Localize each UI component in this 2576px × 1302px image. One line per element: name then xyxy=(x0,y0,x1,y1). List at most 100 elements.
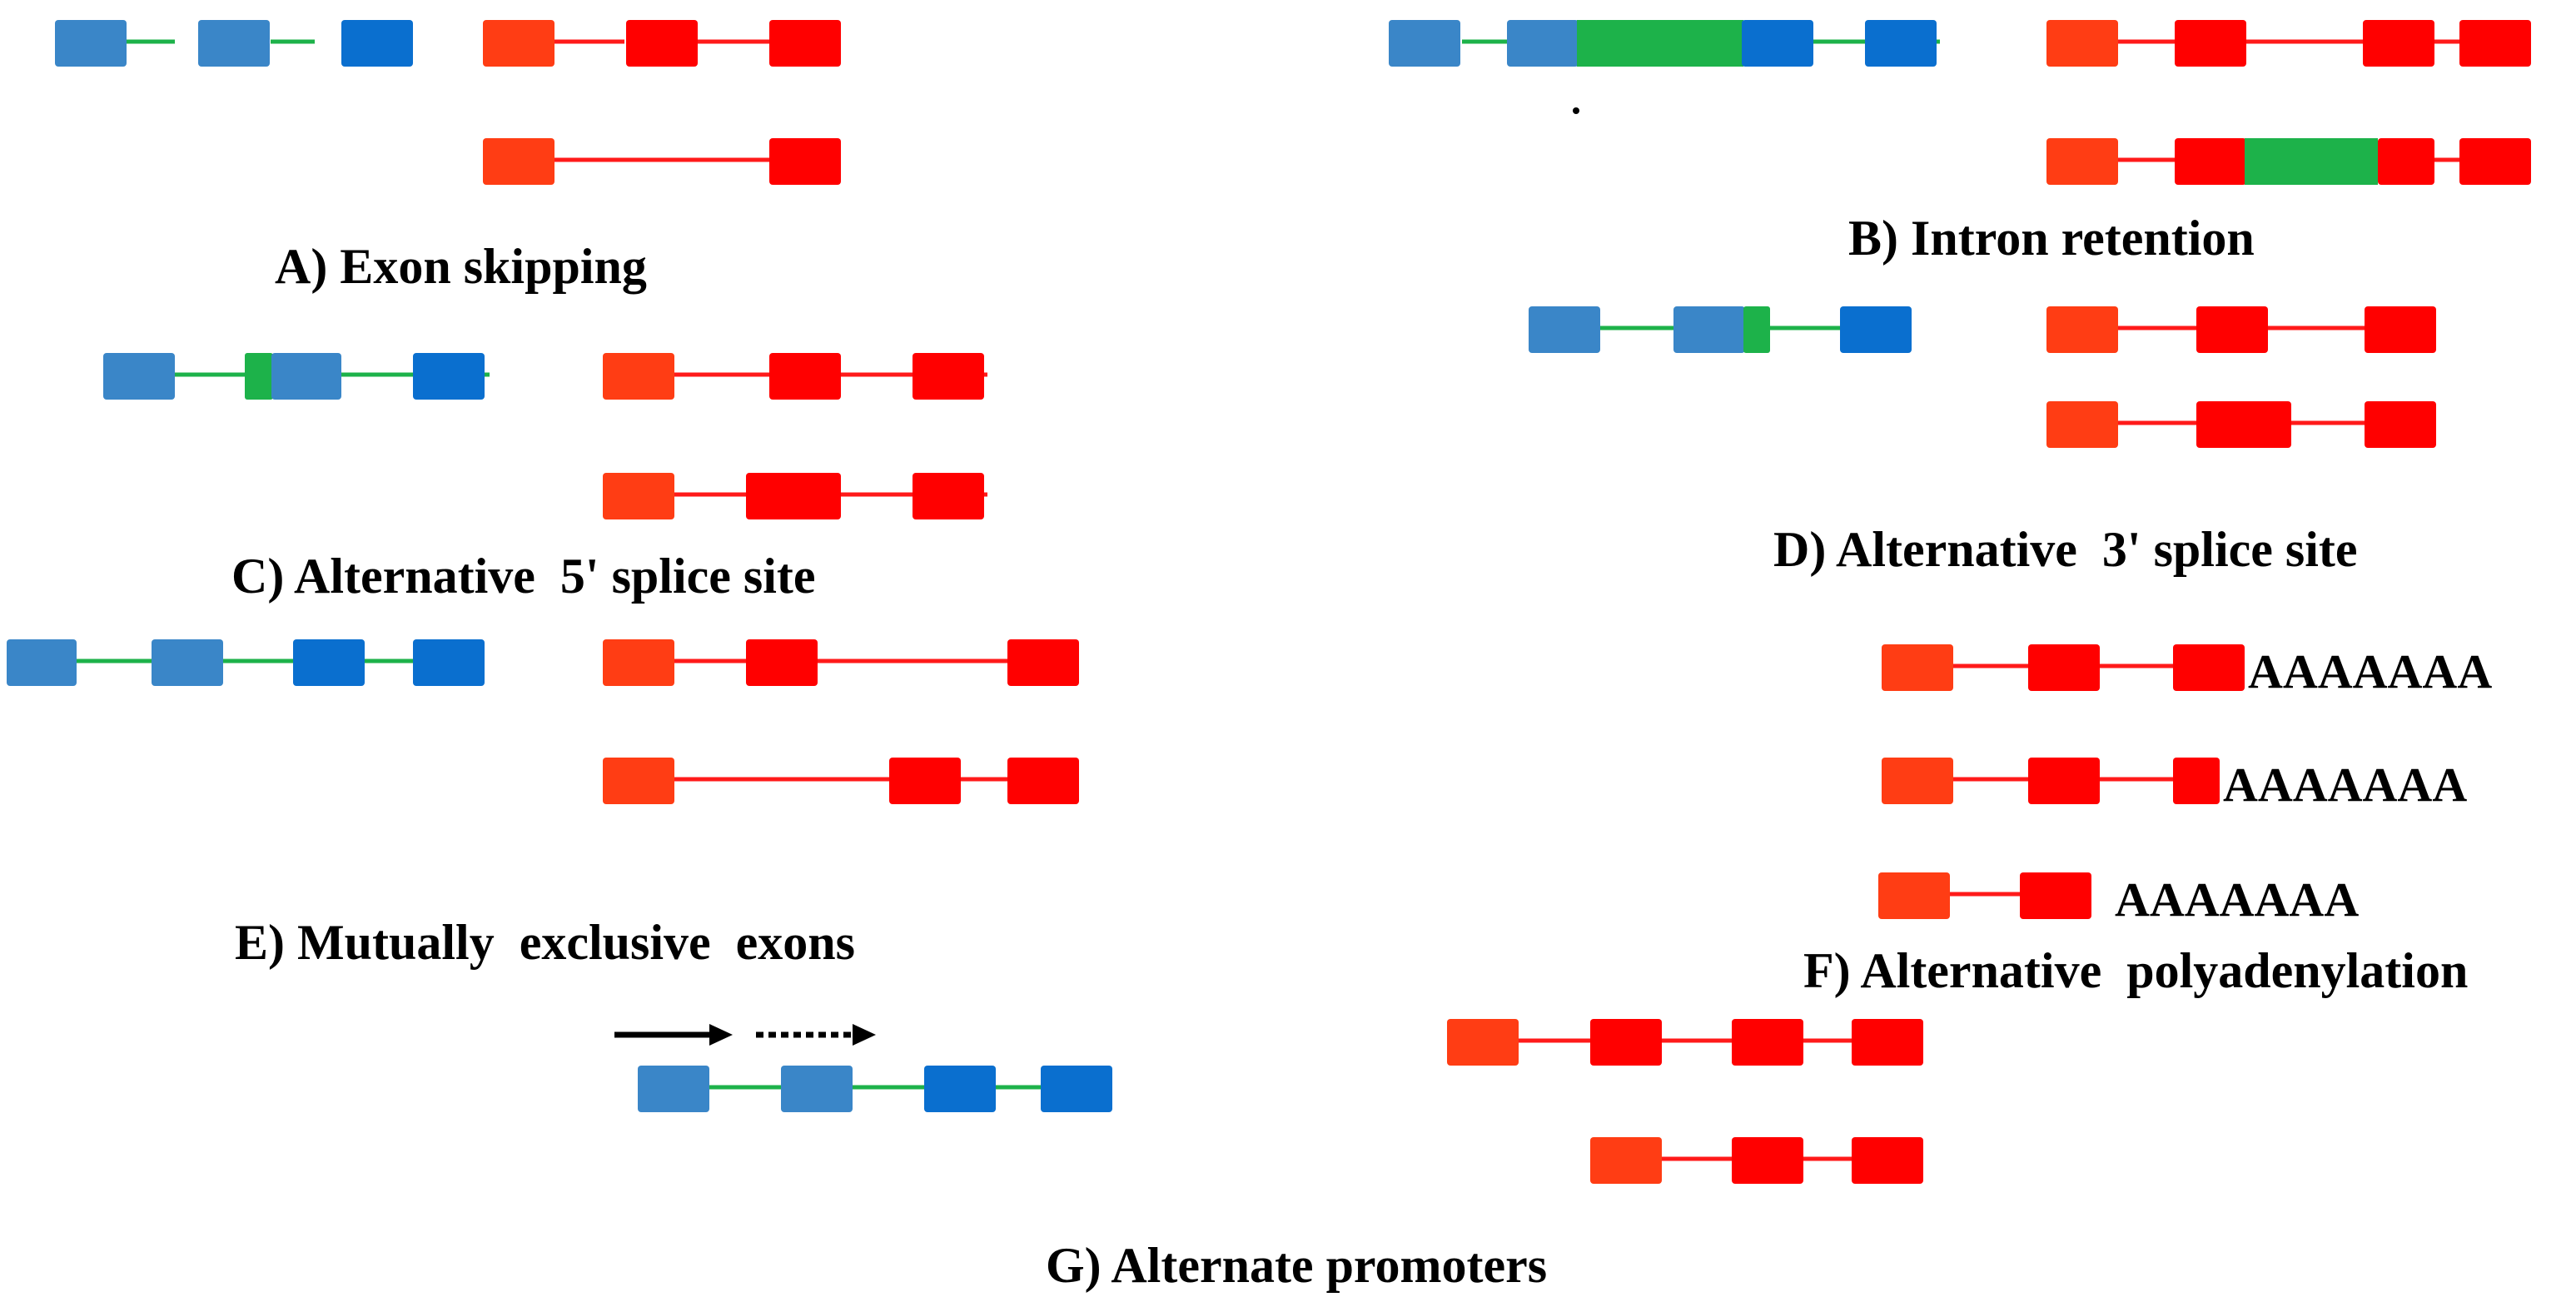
mrna-isoform-short xyxy=(2046,306,2436,353)
exon-box xyxy=(1865,20,1937,67)
panel-caption: A) Exon skipping xyxy=(275,239,647,294)
mrna-isoform-exon-3 xyxy=(603,758,1079,804)
pre-mrna-gene xyxy=(55,20,413,67)
alternative-segment xyxy=(1743,306,1770,353)
exon-box xyxy=(924,1066,996,1112)
exon-box xyxy=(2365,306,2436,353)
exon-box xyxy=(2378,138,2434,185)
mrna-isoform-retained xyxy=(2046,138,2531,185)
exon-box xyxy=(913,353,984,400)
mrna-isoform-short xyxy=(603,353,987,400)
exon-box xyxy=(913,473,984,519)
exon-box xyxy=(2020,872,2091,919)
exon-box xyxy=(1007,758,1079,804)
exon-box xyxy=(2196,306,2268,353)
pre-mrna-gene xyxy=(1529,306,1912,353)
promoter-arrow-solid xyxy=(614,1024,733,1046)
exon-box xyxy=(1882,758,1953,804)
exon-box xyxy=(746,639,818,686)
exon-box xyxy=(413,639,485,686)
exon-box xyxy=(2028,758,2100,804)
exon-box xyxy=(2046,138,2118,185)
alternative-segment xyxy=(245,353,273,400)
exon-box xyxy=(2173,758,2220,804)
exon-box xyxy=(341,20,413,67)
exon-box xyxy=(1673,306,1745,353)
panel-caption: G) Alternate promoters xyxy=(1046,1238,1547,1293)
exon-box xyxy=(293,639,365,686)
exon-box xyxy=(603,353,674,400)
exon-box xyxy=(1447,1019,1519,1066)
mrna-isoform-long xyxy=(603,473,987,519)
exon-box xyxy=(2459,20,2531,67)
exon-box xyxy=(1852,1137,1923,1184)
exon-box xyxy=(1007,639,1079,686)
pre-mrna-gene xyxy=(1389,20,1940,114)
mrna-isoform-promoter-1 xyxy=(1447,1019,1923,1066)
panel-intron-retention: B) Intron retention xyxy=(1389,20,2531,266)
exon-box xyxy=(1852,1019,1923,1066)
panel-caption: C) Alternative 5' splice site xyxy=(231,549,816,604)
exon-box xyxy=(1590,1019,1662,1066)
mrna-isoform-long xyxy=(2046,401,2436,448)
panel-mutually-exclusive-exons: E) Mutually exclusive exons xyxy=(7,639,1079,970)
mrna-isoform-short: AAAAAAA xyxy=(1878,872,2359,927)
exon-box xyxy=(483,138,554,185)
exon-box xyxy=(746,473,841,519)
panel-alternate-promoters: G) Alternate promoters xyxy=(614,1019,1923,1293)
exon-box xyxy=(769,138,841,185)
dot-mark xyxy=(1573,107,1579,114)
exon-box xyxy=(103,353,175,400)
exon-box xyxy=(769,20,841,67)
exon-box xyxy=(1590,1137,1662,1184)
exon-box xyxy=(1041,1066,1112,1112)
exon-box xyxy=(271,353,341,400)
exon-box xyxy=(1507,20,1579,67)
exon-box xyxy=(626,20,698,67)
exon-box xyxy=(1732,1019,1803,1066)
panel-caption: E) Mutually exclusive exons xyxy=(235,915,855,970)
exon-box xyxy=(198,20,270,67)
exon-box xyxy=(2196,401,2291,448)
retained-intron xyxy=(1577,20,1743,67)
exon-box xyxy=(1389,20,1460,67)
panel-alt-3-splice-site: D) Alternative 3' splice site xyxy=(1529,306,2436,577)
exon-box xyxy=(152,639,223,686)
pre-mrna-gene xyxy=(638,1066,1112,1112)
panel-exon-skipping: A) Exon skipping xyxy=(55,20,841,294)
poly-a-tail: AAAAAAA xyxy=(2248,644,2492,698)
exon-box xyxy=(781,1066,853,1112)
panel-alt-polyadenylation: AAAAAAA AAAAAAA AAAAAAA F) Alternative p… xyxy=(1803,644,2492,998)
poly-a-tail: AAAAAAA xyxy=(2115,872,2359,927)
exon-box xyxy=(2175,20,2246,67)
exon-box xyxy=(2046,20,2118,67)
exon-box xyxy=(603,473,674,519)
exon-box xyxy=(1840,306,1912,353)
exon-box xyxy=(1742,20,1813,67)
mrna-isoform-skipped xyxy=(483,138,841,185)
mrna-isoform-spliced xyxy=(2046,20,2531,67)
panel-alt-5-splice-site: C) Alternative 5' splice site xyxy=(103,353,987,604)
exon-box xyxy=(2028,644,2100,691)
promoter-arrow-dashed xyxy=(756,1024,876,1046)
exon-box xyxy=(2173,644,2245,691)
mrna-isoform-promoter-2 xyxy=(1590,1137,1923,1184)
exon-box xyxy=(2459,138,2531,185)
exon-box xyxy=(1529,306,1600,353)
exon-box xyxy=(889,758,961,804)
exon-box xyxy=(1882,644,1953,691)
mrna-isoform-long: AAAAAAA xyxy=(1882,644,2492,698)
panel-caption: F) Alternative polyadenylation xyxy=(1803,943,2468,998)
pre-mrna-gene xyxy=(7,639,485,686)
mrna-isoform-medium: AAAAAAA xyxy=(1882,758,2467,812)
mrna-isoform-exon-2 xyxy=(603,639,1079,686)
exon-box xyxy=(769,353,841,400)
pre-mrna-gene xyxy=(103,353,490,400)
retained-intron xyxy=(2245,138,2378,185)
exon-box xyxy=(1878,872,1950,919)
panel-caption: D) Alternative 3' splice site xyxy=(1773,522,2358,577)
poly-a-tail: AAAAAAA xyxy=(2223,758,2467,812)
exon-box xyxy=(2046,401,2118,448)
exon-box xyxy=(2046,306,2118,353)
